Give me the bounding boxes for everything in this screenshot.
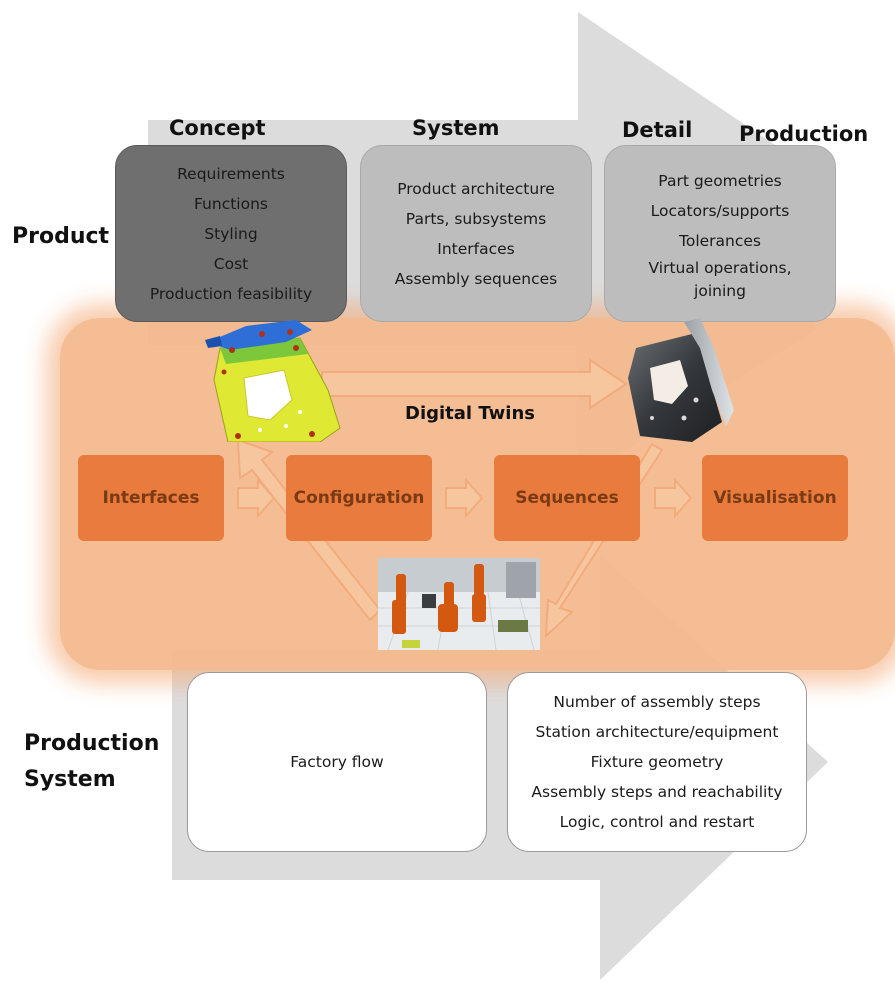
connector-step-arrow [445,477,484,519]
system-card: Product architecture Parts, subsystems I… [360,145,592,322]
station-item: Number of assembly steps [553,693,761,711]
step-configuration: Configuration [286,455,432,541]
station-item: Station architecture/equipment [535,723,779,741]
stage-label-detail: Detail [622,118,693,142]
concept-item: Functions [193,194,268,213]
factory-item: Factory flow [290,753,384,771]
factory-flow-card: Factory flow [187,672,487,852]
row-label-production-system: Production System [24,726,159,798]
step-interfaces: Interfaces [78,455,224,541]
row-label-production-system-line2: System [24,767,116,792]
connector-step-arrow [654,477,693,519]
robot-cell-image [378,558,540,650]
stage-label-system: System [412,116,500,140]
station-item: Logic, control and restart [559,813,755,831]
row-label-production-system-line1: Production [24,731,160,756]
detail-item: Locators/supports [650,201,790,220]
detail-item: Virtual operations, [648,258,792,277]
detail-item: joining [694,281,746,300]
row-label-product: Product [12,224,110,249]
station-item: Assembly steps and reachability [531,783,783,801]
detail-item: Part geometries [658,171,782,190]
system-item: Interfaces [437,239,515,258]
concept-item: Production feasibility [149,284,313,303]
step-sequences: Sequences [494,455,640,541]
concept-item: Requirements [177,164,285,183]
connector-step-arrow [237,477,276,519]
system-item: Product architecture [397,179,555,198]
station-card: Number of assembly steps Station archite… [507,672,807,852]
concept-item: Styling [204,224,258,243]
detail-card: Part geometries Locators/supports Tolera… [604,145,836,322]
concept-card: Requirements Functions Styling Cost Prod… [115,145,347,322]
stage-label-production: Production [739,122,869,146]
cad-part-image [205,320,341,442]
sheet-metal-part-image [628,318,734,442]
step-visualisation: Visualisation [702,455,848,541]
station-item: Fixture geometry [590,753,724,771]
concept-item: Cost [213,254,249,273]
detail-item: Tolerances [679,231,761,250]
stage-label-concept: Concept [169,116,266,140]
connector-top-arrow [321,358,628,410]
system-item: Assembly sequences [394,269,558,288]
system-item: Parts, subsystems [405,209,547,228]
digital-twins-title: Digital Twins [405,403,535,424]
